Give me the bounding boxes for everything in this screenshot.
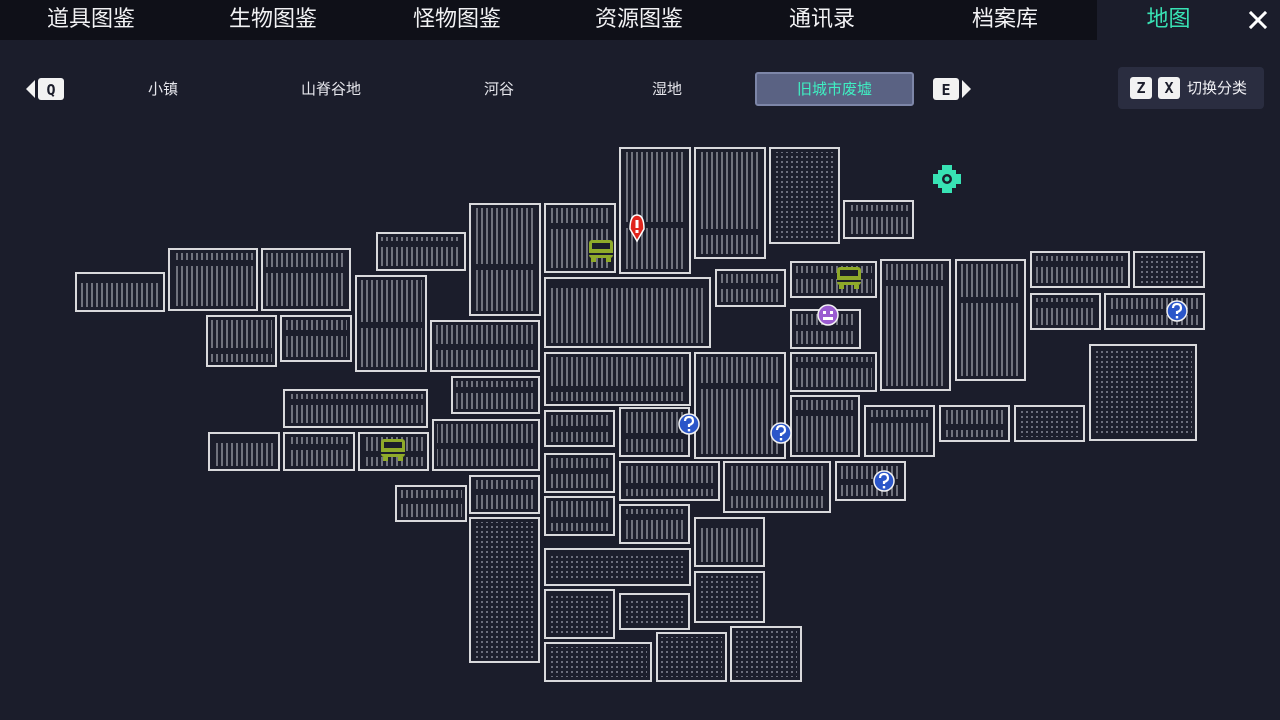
tab-creature-encyclopedia[interactable]: 生物图鉴	[228, 7, 317, 32]
question-globe-icon[interactable]	[678, 413, 700, 435]
waypoint-crosshair-icon[interactable]	[933, 165, 961, 193]
map-room	[469, 203, 541, 316]
map-room	[544, 410, 615, 447]
map-room	[544, 642, 652, 682]
map-room	[544, 548, 691, 586]
map-room	[880, 259, 951, 391]
map-room	[75, 272, 165, 312]
tab-monster-encyclopedia[interactable]: 怪物图鉴	[412, 7, 501, 32]
map-room	[283, 389, 428, 428]
map-room	[430, 320, 540, 372]
map-room	[723, 461, 831, 513]
map-room	[355, 275, 427, 372]
map-room	[955, 259, 1026, 381]
map-room	[1089, 344, 1197, 441]
map-room	[432, 419, 540, 471]
close-icon[interactable]	[1244, 6, 1272, 34]
chevron-left-icon	[26, 80, 35, 98]
question-globe-icon[interactable]	[873, 470, 895, 492]
question-globe-icon[interactable]	[770, 422, 792, 444]
map-room	[694, 517, 765, 567]
map-room	[261, 248, 351, 311]
map-room	[656, 632, 727, 682]
bus-icon[interactable]	[837, 267, 861, 289]
switch-category-button[interactable]: Z X 切换分类	[1118, 67, 1264, 109]
region-next-button[interactable]: E	[932, 78, 972, 100]
map-markers	[381, 165, 1188, 492]
map-room	[730, 626, 802, 682]
tab-resource-encyclopedia[interactable]: 资源图鉴	[594, 7, 683, 32]
region-tab-town[interactable]: 小镇	[147, 80, 178, 98]
map-room	[864, 405, 935, 457]
map-room	[790, 352, 877, 392]
chevron-right-icon	[962, 80, 971, 98]
map-room	[619, 147, 691, 274]
map-room	[168, 248, 258, 311]
map-room	[283, 432, 355, 471]
map-room	[469, 475, 540, 514]
map-room	[544, 203, 616, 273]
map-room	[1104, 293, 1205, 330]
map-room	[843, 200, 914, 239]
region-tab-wetland[interactable]: 湿地	[651, 80, 682, 98]
map-room	[206, 315, 277, 367]
prev-key-label: Q	[46, 81, 55, 99]
map-room	[208, 432, 280, 471]
question-globe-icon[interactable]	[1166, 300, 1188, 322]
map-room	[619, 593, 690, 630]
map-room	[1030, 293, 1101, 330]
map-room	[395, 485, 467, 522]
map-room	[790, 395, 860, 457]
map-room	[619, 461, 720, 501]
map-room	[469, 517, 540, 663]
top-tab-bar: 道具图鉴 生物图鉴 怪物图鉴 资源图鉴 通讯录 档案库 地图	[0, 0, 1280, 40]
bus-icon[interactable]	[589, 240, 613, 262]
map-room	[694, 571, 765, 623]
region-tab-river-valley[interactable]: 河谷	[483, 80, 514, 98]
switch-category-label: 切换分类	[1187, 79, 1248, 97]
map-room	[790, 261, 877, 298]
region-tab-ridge-valley[interactable]: 山脊谷地	[300, 80, 361, 98]
map-room	[715, 269, 786, 307]
map-room	[619, 407, 690, 457]
map-room	[451, 376, 540, 414]
map-room	[280, 315, 352, 362]
npc-face-icon[interactable]	[817, 304, 839, 326]
map-room	[544, 453, 615, 493]
map-room	[619, 504, 690, 544]
map-room	[544, 589, 615, 639]
player-location-icon[interactable]	[629, 214, 645, 243]
tab-archive[interactable]: 档案库	[971, 7, 1038, 32]
map-room	[1030, 251, 1130, 288]
map-room	[544, 352, 691, 406]
bus-icon[interactable]	[381, 439, 405, 461]
region-prev-button[interactable]: Q	[26, 78, 66, 100]
map-room	[544, 496, 615, 536]
map-room	[1133, 251, 1205, 288]
map-room	[544, 277, 711, 348]
tab-item-encyclopedia[interactable]: 道具图鉴	[46, 7, 135, 32]
map-room	[939, 405, 1010, 442]
next-key-label: E	[941, 81, 950, 99]
tab-contacts[interactable]: 通讯录	[788, 7, 855, 32]
key-x: X	[1158, 77, 1180, 99]
map-room	[376, 232, 466, 271]
region-tab-old-city-ruins[interactable]: 旧城市废墟	[755, 72, 914, 106]
tab-map[interactable]: 地图	[1097, 0, 1280, 40]
map-room	[694, 352, 786, 459]
map-room	[769, 147, 840, 244]
map-room	[1014, 405, 1085, 442]
map-room	[694, 147, 766, 259]
key-z: Z	[1130, 77, 1152, 99]
